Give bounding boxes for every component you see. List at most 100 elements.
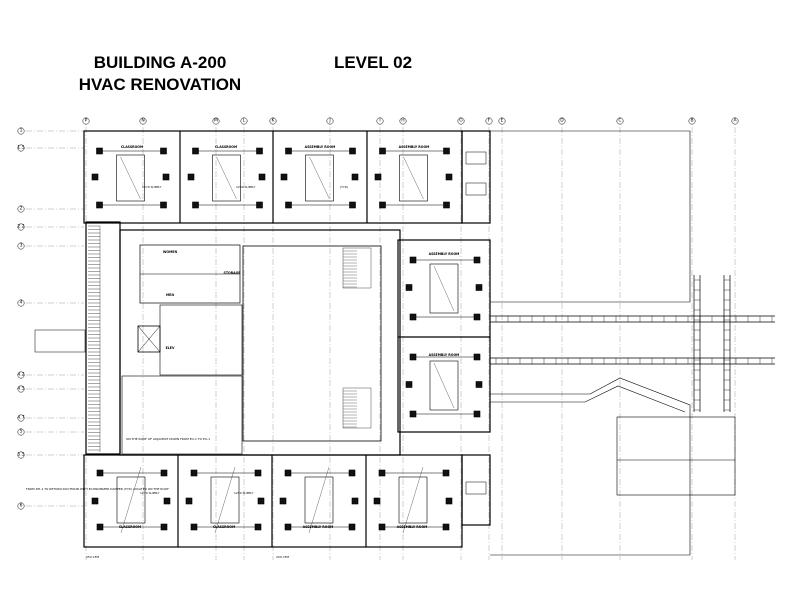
grid-bubble-label: L (243, 118, 246, 124)
grid-bubble-label: D (560, 118, 564, 124)
diffuser (409, 353, 417, 361)
grid-bubble-circle (269, 117, 277, 125)
duct-hatch (309, 156, 330, 200)
rtu-1 (465, 151, 487, 165)
grid-bubble-label: F (488, 118, 491, 124)
site-outline (490, 130, 736, 556)
title-line-2: HVAC RENOVATION (78, 75, 242, 94)
room-label-womens: WOMEN (163, 250, 178, 254)
grid-bubble-circle (326, 117, 334, 125)
court-stair-treads (343, 250, 357, 428)
duct-main (210, 476, 240, 524)
duct-main (398, 476, 428, 524)
duct-main (116, 154, 145, 202)
room-duct-system (279, 466, 359, 534)
diffuser (475, 284, 483, 291)
note-supply-d: 1250 SUPPLY (234, 491, 254, 495)
west-stair (85, 221, 121, 455)
site-box (616, 416, 736, 496)
diffuser (379, 201, 386, 209)
grid-bubble-label: 4.7 (17, 415, 24, 421)
grid-bubble-circle (17, 299, 25, 307)
grid-bubble-label: A (733, 118, 737, 124)
grid-bubble-label: 1.5 (17, 145, 24, 151)
grid-bubble-label: 4.5 (17, 386, 24, 392)
diffuser (160, 523, 168, 531)
diffuser (285, 147, 292, 155)
grid-bubble-circle (558, 117, 566, 125)
room-duct-system (280, 147, 359, 209)
grid-bubble-row-1: 1 (17, 127, 25, 135)
grid-bubble-label: 4 (20, 300, 23, 306)
duct-hatch (216, 156, 237, 200)
elevator-x2 (137, 325, 161, 353)
diffuser (409, 256, 417, 264)
room-duct-system (91, 466, 171, 534)
grid-bubble-circle (17, 127, 25, 135)
room-duct-system (91, 147, 170, 209)
site-inner-line (490, 385, 686, 413)
grid-bubble-circle (498, 117, 506, 125)
duct-main (116, 476, 146, 524)
diffuser (187, 173, 195, 181)
grid-bubble-label: P (85, 118, 88, 124)
drawing-title: BUILDING A-200 HVAC RENOVATION (60, 52, 260, 96)
diffuser (185, 497, 193, 505)
diffuser (442, 523, 450, 531)
grid-bubble-row-5: 5 (17, 429, 25, 436)
room-label-classroom-s2: CLASSROOM (213, 525, 235, 529)
grid-bubble-label: K (272, 118, 276, 124)
rtu-2 (465, 182, 487, 196)
diffuser (160, 469, 168, 477)
rtu-3 (465, 481, 487, 495)
room-duct-system (187, 147, 266, 209)
diffuser (279, 497, 287, 505)
duct-hatch (402, 466, 424, 534)
grid-bubble-label: M (214, 118, 218, 124)
diffuser (91, 173, 99, 181)
room-label-assembly-e1: ASSEMBLY ROOM (429, 252, 460, 256)
note-cfm-b: 200 CFM (276, 555, 290, 559)
bridge-ticks (495, 279, 773, 411)
diffuser (348, 469, 356, 477)
grid-bubble-label: E (501, 118, 504, 124)
grid-bubble-label: I (379, 118, 380, 124)
grid-bubble-col-C: C (616, 118, 624, 125)
note-supply-b: 1250 SUPPLY (236, 185, 256, 189)
diffuser (445, 173, 453, 181)
grid-bubble-circle (17, 451, 25, 459)
diffuser (443, 201, 450, 209)
room-label-assembly-s2: ASSEMBLY ROOM (397, 525, 428, 529)
diffuser (96, 523, 104, 531)
diffuser (373, 497, 381, 505)
diffuser (256, 201, 263, 209)
grid-bubble-circle (457, 117, 465, 125)
duct-hatch (433, 362, 455, 409)
grid-bubble-circle (17, 223, 25, 231)
lower-core-room (121, 375, 243, 455)
diffuser (409, 410, 417, 418)
grid-bubble-label: 6 (20, 503, 23, 509)
diffuser (443, 147, 450, 155)
office-block (159, 304, 243, 376)
diffuser (284, 523, 292, 531)
diffuser (374, 173, 382, 181)
grid-bubble-circle (731, 117, 739, 125)
grid-bubble-circle (17, 242, 25, 250)
room-label-mens: MEN (166, 293, 174, 297)
diffuser (351, 497, 359, 505)
diffuser (162, 173, 170, 181)
diffuser (348, 523, 356, 531)
diffuser (405, 284, 413, 291)
diffuser (445, 497, 453, 505)
room-duct-system (405, 353, 483, 418)
diffuser (442, 469, 450, 477)
diffuser (284, 469, 292, 477)
ne-annex (461, 130, 491, 224)
grid-bubble-col-F: F (485, 118, 493, 125)
room-label-classroom-nw1: CLASSROOM (121, 145, 143, 149)
diffuser (190, 469, 198, 477)
diffuser (254, 523, 262, 531)
grid-bubble-row-4.2: 4.2 (17, 372, 25, 379)
se-annex (461, 454, 491, 526)
